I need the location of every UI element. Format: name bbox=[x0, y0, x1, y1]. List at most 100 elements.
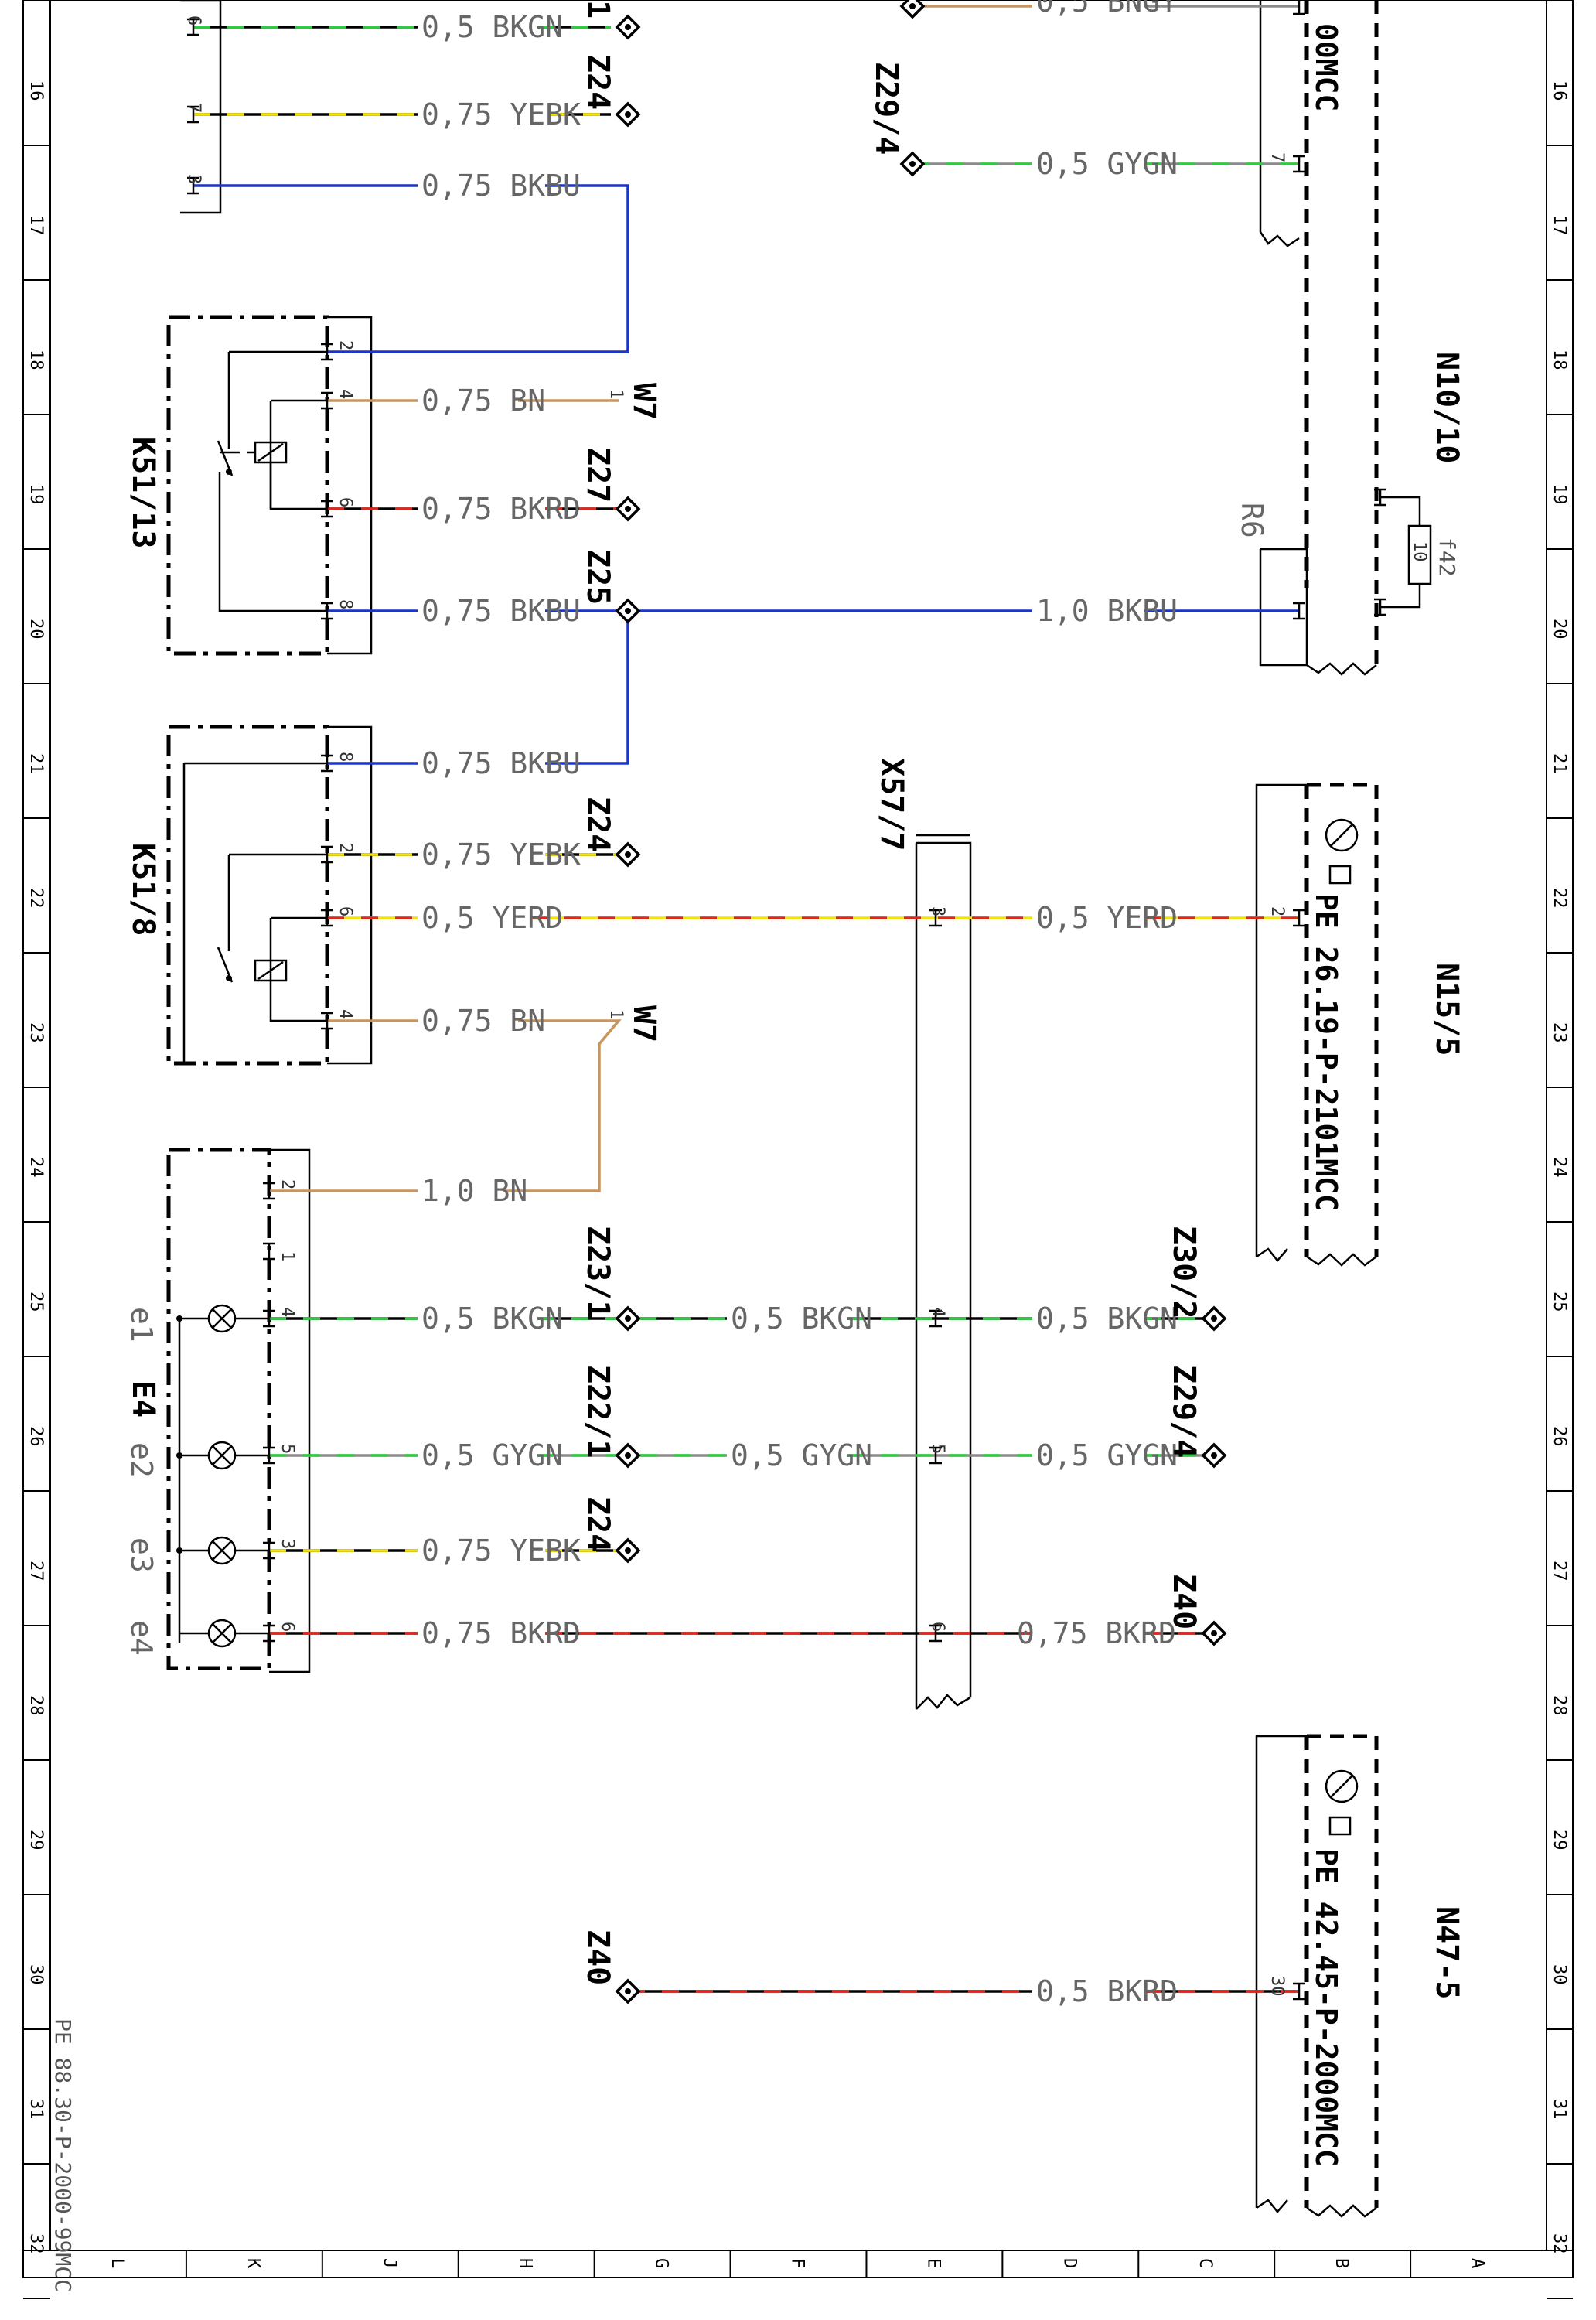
wire-label: 0,5 BNGY bbox=[1036, 0, 1178, 19]
row-number: 28 bbox=[1550, 1695, 1569, 1716]
row-number: 24 bbox=[26, 1157, 46, 1178]
wire-label: 0,75 YEBK bbox=[421, 1534, 581, 1568]
connector-x57-7 bbox=[915, 834, 972, 1710]
connector-label: Z27 bbox=[580, 447, 616, 503]
lamp-label: e3 bbox=[124, 1537, 159, 1573]
lamp-label: e1 bbox=[124, 1307, 159, 1343]
lamp-label: e4 bbox=[124, 1620, 159, 1656]
column-letter: C bbox=[1195, 2258, 1215, 2268]
pin-number: 4 bbox=[278, 1307, 297, 1317]
connector-label: Z40 bbox=[580, 1929, 616, 1985]
pin-number: 4 bbox=[336, 1009, 355, 1019]
connector-label: 1 bbox=[580, 0, 616, 19]
row-number: 30 bbox=[1550, 1964, 1569, 1985]
column-letter: F bbox=[788, 2258, 807, 2268]
pin-number: 2 bbox=[336, 843, 355, 853]
wire-label: 0,5 GYGN bbox=[1036, 147, 1178, 181]
row-number: 20 bbox=[26, 619, 46, 640]
pin-terminal bbox=[1293, 0, 1305, 15]
fuse-rating: 10 bbox=[1410, 541, 1429, 562]
row-number: 25 bbox=[26, 1291, 46, 1312]
pin-number: 2 bbox=[336, 340, 355, 350]
wire-label: 0,5 YERD bbox=[1036, 901, 1178, 935]
wire-label: 0,5 BKGN bbox=[421, 1302, 563, 1336]
pin-number: 6 bbox=[336, 497, 355, 507]
pin-terminal bbox=[1293, 1982, 1305, 2001]
diagnostic-icon bbox=[1325, 1769, 1359, 1836]
relay-k51-8 bbox=[166, 725, 373, 1066]
wire-label: 1,0 BN bbox=[421, 1174, 527, 1208]
wire-label: 0,5 BKGN bbox=[421, 10, 563, 44]
splice-dot bbox=[1211, 1630, 1217, 1636]
connector-label: W7 bbox=[626, 383, 662, 420]
splice-dot bbox=[909, 161, 916, 167]
component-label: N47-5 bbox=[1429, 1906, 1465, 1999]
top-connector-body bbox=[180, 0, 222, 214]
pin-number: 30 bbox=[1267, 1976, 1287, 1997]
row-number: 22 bbox=[26, 888, 46, 909]
pin-terminal bbox=[929, 1309, 942, 1328]
pin-terminal bbox=[263, 1624, 275, 1643]
splice-dot bbox=[625, 1547, 631, 1554]
module-reference: 00MCC bbox=[1309, 23, 1343, 111]
splice-dot bbox=[1211, 1452, 1217, 1459]
row-number: 23 bbox=[1550, 1022, 1569, 1043]
pin-number: 6 bbox=[278, 1622, 297, 1632]
splice-dot bbox=[625, 851, 631, 858]
row-number: 19 bbox=[26, 484, 46, 505]
pin-numbers: 6 7 3 2 4 6 8 8 2 6 4 1 1 2 1 4 5 3 6 3 … bbox=[184, 15, 1287, 1997]
pin-terminal bbox=[321, 845, 333, 864]
lamp-e2 bbox=[179, 1441, 269, 1470]
pin-marks bbox=[187, 0, 1386, 2001]
pin-number: 8 bbox=[336, 752, 355, 762]
pin-terminal bbox=[321, 1012, 333, 1030]
wires bbox=[193, 5, 1299, 1993]
lamp-e1 bbox=[179, 1304, 269, 1333]
wire-label: 0,75 YEBK bbox=[421, 97, 581, 131]
pin-terminal bbox=[263, 1541, 275, 1560]
connector-label: Z24 bbox=[580, 1496, 616, 1552]
row-number: 31 bbox=[1550, 2099, 1569, 2120]
pin-number: 1 bbox=[606, 389, 626, 399]
splice-dot bbox=[1211, 1315, 1217, 1322]
wire-label: 1,0 BKBU bbox=[1036, 594, 1178, 628]
pin-terminal bbox=[929, 909, 942, 927]
pin-number: 3 bbox=[278, 1539, 297, 1549]
row-number: 32 bbox=[26, 2233, 46, 2254]
wire-label: 0,5 YERD bbox=[421, 901, 563, 935]
splice-dot bbox=[625, 608, 631, 614]
column-letter: D bbox=[1059, 2258, 1079, 2268]
lamp-label: e2 bbox=[124, 1442, 159, 1478]
module-n15-5 bbox=[1255, 783, 1379, 1267]
pin-terminal bbox=[321, 909, 333, 927]
pin-number: 4 bbox=[336, 389, 355, 399]
lamp-e3 bbox=[179, 1536, 269, 1565]
connector-labels: 1 Z24 Z27 Z25 Z24 Z23/1 Z22/1 Z24 Z40 Z2… bbox=[580, 0, 1202, 1985]
pin-number: 2 bbox=[1267, 906, 1287, 916]
wire-labels: 0,5 BKGN 0,75 YEBK 0,75 BKBU 0,75 BN 0,7… bbox=[421, 0, 1178, 2008]
row-number: 25 bbox=[1550, 1291, 1569, 1312]
row-number: 20 bbox=[1550, 619, 1569, 640]
row-number: 21 bbox=[26, 753, 46, 774]
diagnostic-icon bbox=[1325, 818, 1359, 885]
pin-number: 8 bbox=[336, 599, 355, 609]
column-letter: B bbox=[1332, 2258, 1351, 2268]
connector-label: Z30/2 bbox=[1166, 1226, 1202, 1319]
wire-label: 0,75 BN bbox=[421, 1004, 545, 1038]
wire-label: 0,75 BN bbox=[421, 384, 545, 418]
column-letter: G bbox=[652, 2258, 671, 2268]
row-number: 16 bbox=[1550, 80, 1569, 101]
connector-label: Z24 bbox=[580, 54, 616, 110]
row-number: 17 bbox=[26, 215, 46, 236]
wire-label: 0,5 BKGN bbox=[731, 1302, 872, 1336]
module-reference: PE 26.19-P-2101MCC bbox=[1309, 893, 1343, 1212]
page-reference: PE 88.30-P-2000-99MCC bbox=[50, 2018, 76, 2292]
component-label: X57/7 bbox=[874, 758, 909, 851]
column-letter: H bbox=[516, 2258, 535, 2268]
column-letter: L bbox=[107, 2258, 127, 2268]
connector-label: Z25 bbox=[580, 549, 616, 605]
pin-terminal bbox=[263, 1446, 275, 1465]
column-letter: K bbox=[244, 2258, 263, 2269]
wire-label: 0,75 BKBU bbox=[421, 594, 581, 628]
